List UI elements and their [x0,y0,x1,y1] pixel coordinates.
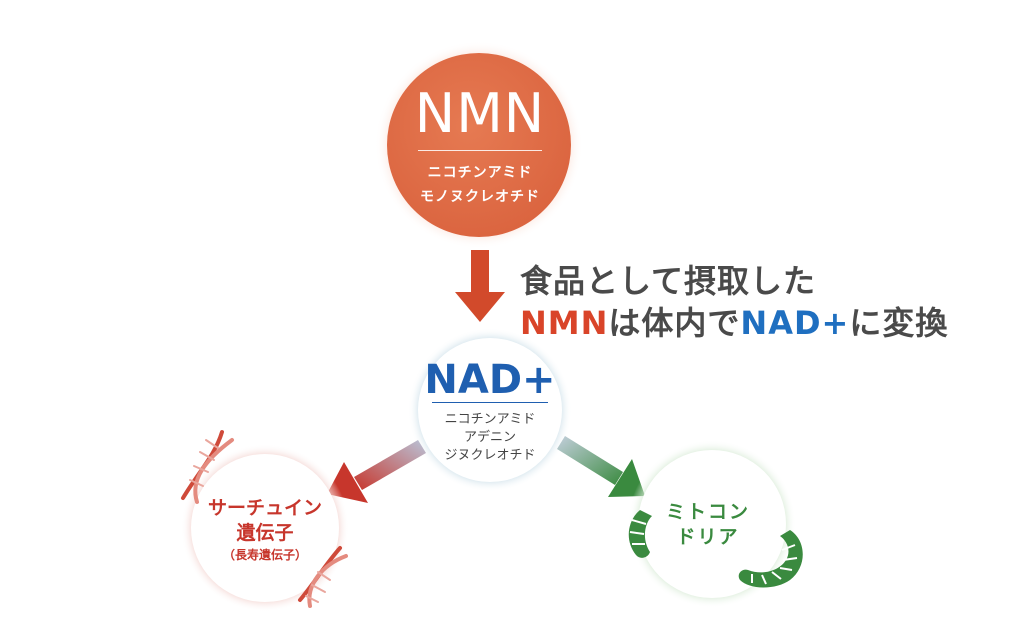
arrow-to-mitochondria-icon [557,436,645,497]
nmn-circle [387,53,571,237]
nad-subtitle-line3: ジヌクレオチド [444,448,536,463]
arrow-to-sirtuin-icon [327,440,426,503]
nad-title: NAD+ [424,357,556,403]
mitochondria-icon [738,530,803,588]
caption-line1: 食品として摂取した [520,262,817,300]
dna-helix-icon [181,430,234,504]
caption-mid: は体内で [608,304,741,342]
nad-subtitle-line1: ニコチンアミド [444,412,536,427]
sirtuin-label-line1: サーチュイン [207,497,322,519]
nad-subtitle-line2: アデニン [463,430,516,445]
sirtuin-circle [191,454,339,602]
dna-helix-icon [298,546,348,608]
nad-divider [432,402,548,403]
caption-line2: NMNは体内でNAD+に変換 [520,298,948,344]
sirtuin-label-line2: 遺伝子 [236,522,294,544]
caption-nmn: NMN [520,304,609,342]
down-arrow-icon [455,250,505,322]
mitochondria-label-line1: ミトコン [665,501,750,523]
nmn-subtitle-line1: ニコチンアミド [427,165,533,181]
sirtuin-label-line3: （長寿遺伝子） [222,548,307,562]
caption-end: に変換 [849,304,949,342]
mitochondria-circle [638,450,786,598]
mitochondria-label-line2: ドリア [676,526,740,548]
mitochondria-icon [628,510,652,558]
nmn-divider [418,150,542,151]
nmn-title: NMN [414,82,546,145]
nad-circle [418,338,562,482]
nmn-subtitle-line2: モノヌクレオチド [420,189,540,205]
caption-nad: NAD+ [740,304,850,342]
